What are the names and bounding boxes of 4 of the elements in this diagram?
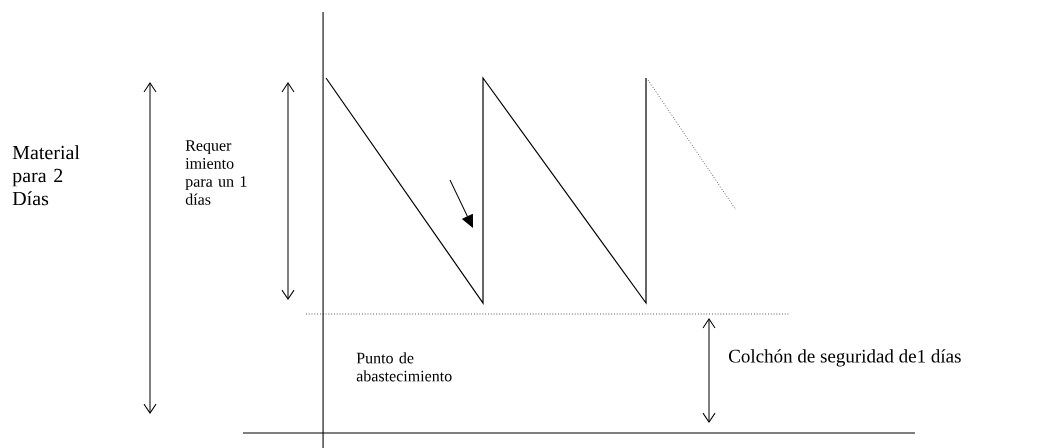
label-text: Requer imiento para un 1 días bbox=[185, 140, 247, 205]
label-text: Punto de abastecimiento bbox=[356, 352, 452, 382]
label-text: Colchón de seguridad de1 días bbox=[729, 349, 961, 367]
label-text: Material para 2 Días bbox=[12, 145, 80, 206]
